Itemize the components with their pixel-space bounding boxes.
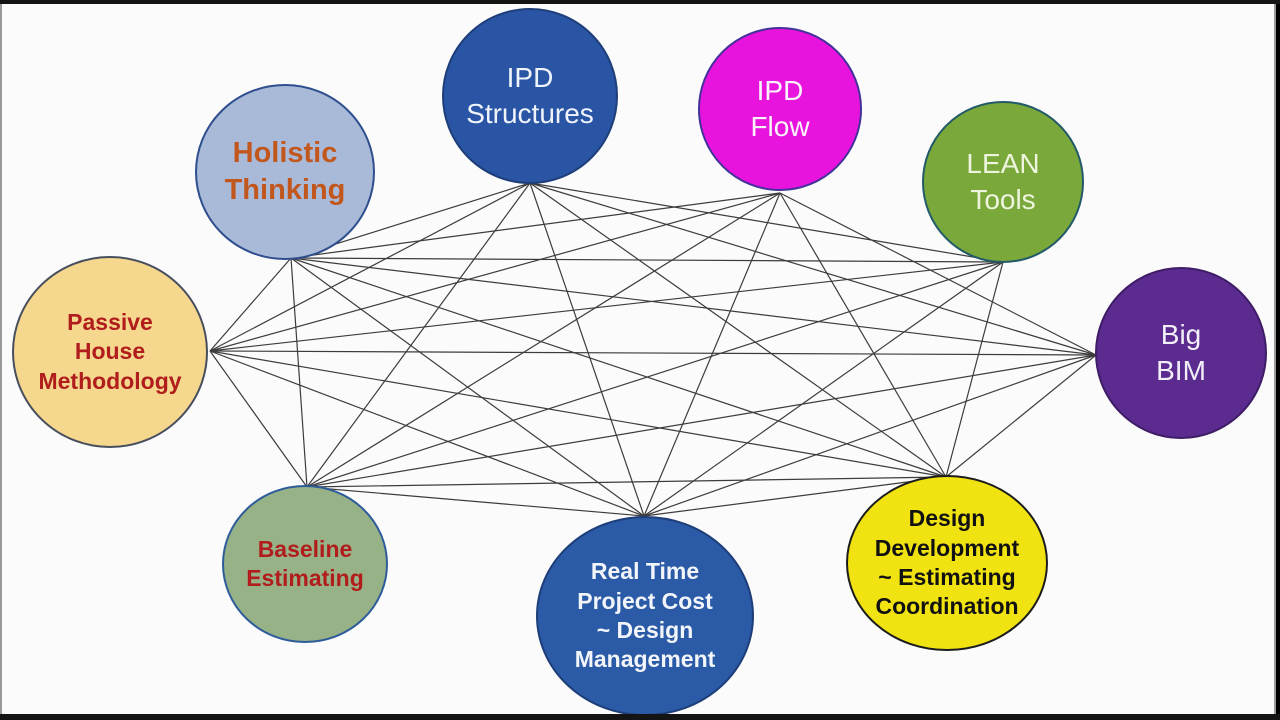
edge-ipd-flow--big-bim [779,192,1097,356]
edge-ipd-flow--design-development [779,192,947,478]
edge-holistic-thinking--real-time-cost [290,257,645,517]
edge-lean-tools--passive-house [209,261,1004,352]
letterbox-bar-bottom [0,714,1280,720]
edge-lean-tools--baseline-estimating [306,261,1004,488]
edge-ipd-structures--big-bim [529,182,1097,356]
edge-ipd-structures--real-time-cost [529,182,645,517]
node-passive-house-circle [12,256,208,448]
edge-lean-tools--design-development [945,261,1004,478]
edge-ipd-structures--baseline-estimating [306,182,531,488]
node-ipd-flow-circle [698,27,862,191]
node-big-bim-circle [1095,267,1267,439]
node-layer [12,8,1267,716]
edge-real-time-cost--design-development [643,476,947,517]
node-design-development-circle [846,475,1048,651]
node-baseline-estimating-circle [222,485,388,643]
edge-ipd-structures--lean-tools [529,182,1004,263]
edge-passive-house--real-time-cost [209,350,645,517]
edge-holistic-thinking--baseline-estimating [290,257,308,488]
edge-big-bim--passive-house [209,350,1097,356]
edge-big-bim--real-time-cost [643,354,1097,517]
edge-ipd-flow--holistic-thinking [290,192,781,259]
edge-big-bim--baseline-estimating [306,354,1097,488]
edge-baseline-estimating--real-time-cost [306,486,645,517]
edge-baseline-estimating--design-development [306,476,947,488]
node-lean-tools-circle [922,101,1084,263]
edge-holistic-thinking--passive-house [209,257,292,352]
node-holistic-thinking-circle [195,84,375,260]
edge-ipd-flow--baseline-estimating [306,192,781,488]
edge-lean-tools--holistic-thinking [290,257,1004,263]
edge-passive-house--baseline-estimating [209,350,308,488]
edge-layer [209,182,1097,517]
edge-big-bim--holistic-thinking [290,257,1097,356]
node-real-time-cost-circle [536,516,754,716]
edge-ipd-flow--real-time-cost [643,192,781,517]
edge-ipd-structures--design-development [529,182,947,478]
edge-ipd-flow--passive-house [209,192,781,352]
edge-lean-tools--real-time-cost [643,261,1004,517]
node-ipd-structures-circle [442,8,618,184]
edge-passive-house--design-development [209,350,947,478]
letterbox-bar-top [0,0,1280,4]
edge-holistic-thinking--design-development [290,257,947,478]
edge-big-bim--design-development [945,354,1097,478]
